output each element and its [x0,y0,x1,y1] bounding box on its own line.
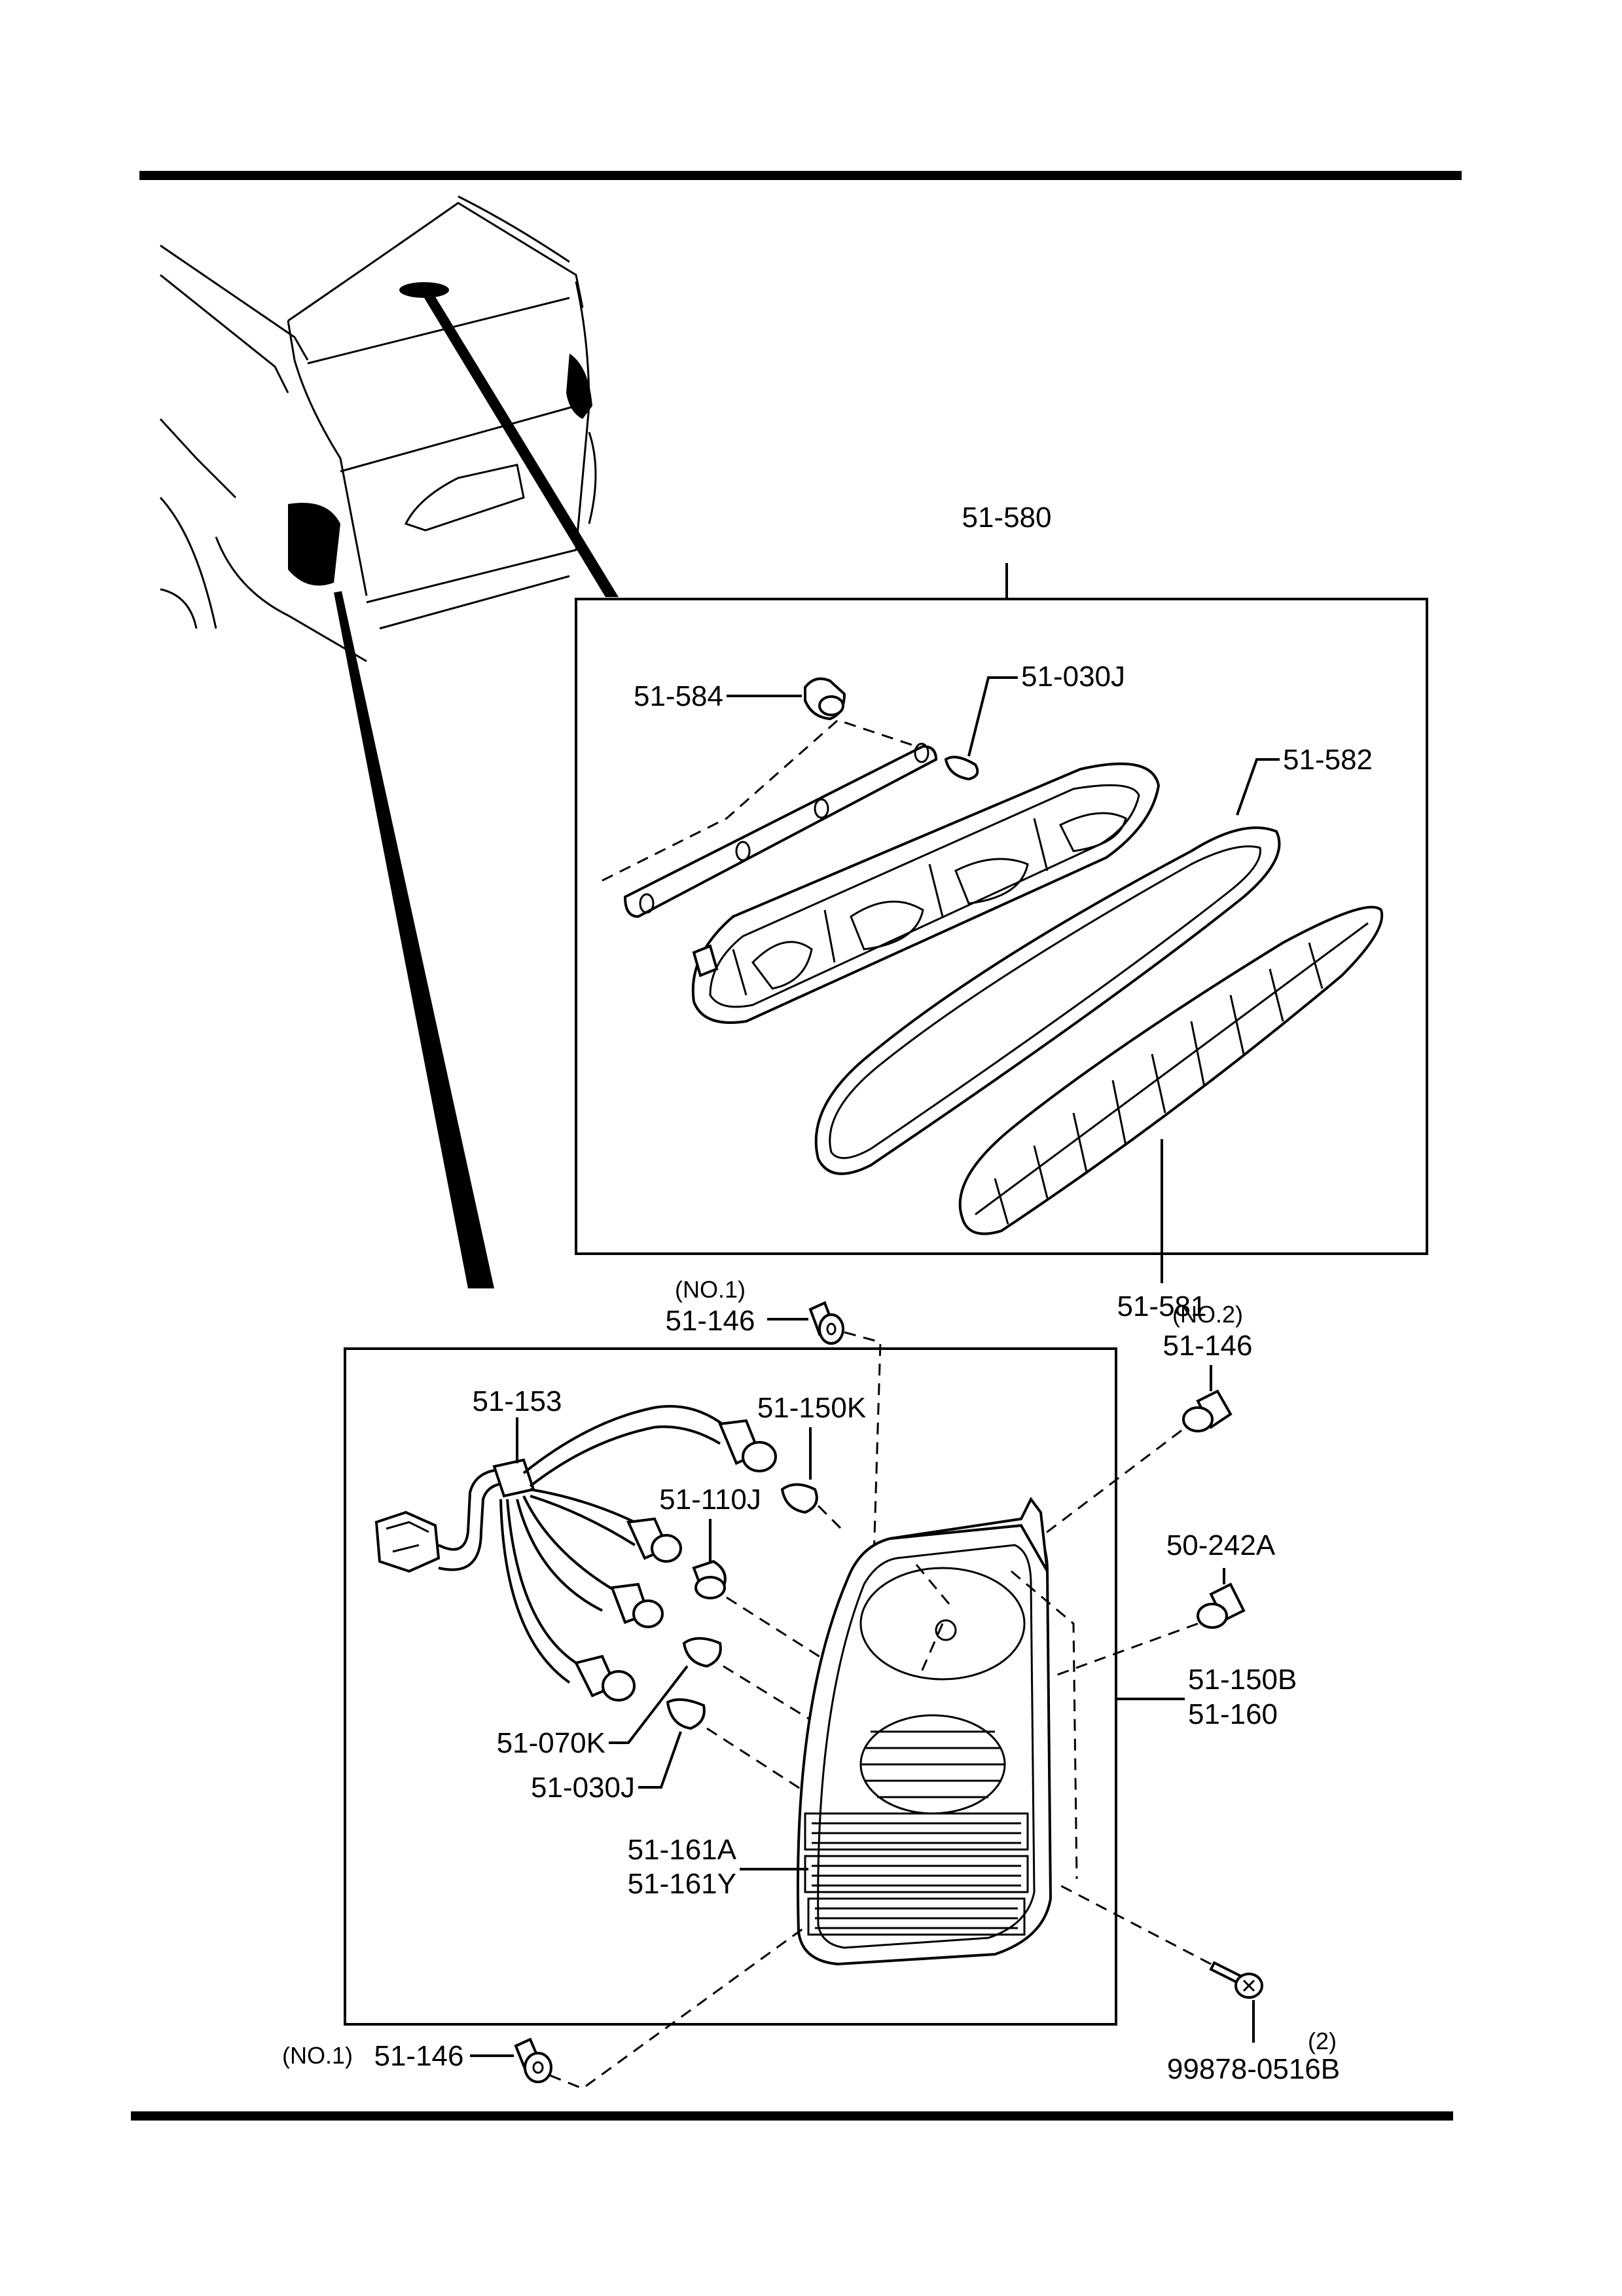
bottom-rule [131,2111,1453,2121]
vehicle-outline [159,195,597,663]
label-no1-top: (NO.1) [675,1276,746,1303]
lens-51-581 [958,905,1384,1235]
bulb-51-110J [692,1559,727,1599]
wiring-harness-51-153 [374,1405,777,1702]
rear-combination-lamp-box [344,1347,1117,2026]
label-51-146-top: 51-146 [665,1305,755,1337]
clip-51-146-top [808,1301,844,1345]
label-51-582: 51-582 [1283,744,1373,776]
label-qty: (2) [1308,2028,1337,2054]
bulb-51-030J-top [944,756,979,781]
pointer-to-high-mount [422,291,619,597]
label-51-160: 51-160 [1188,1698,1278,1730]
bulb-51-030J-bottom [666,1698,706,1730]
label-99878-0516B: 99878-0516B [1167,2053,1340,2085]
clip-51-146-bottom [514,2037,552,2083]
label-51-030J-top: 51-030J [1021,661,1125,693]
label-50-242A: 50-242A [1166,1529,1276,1561]
lamp-plate [623,744,938,919]
clip-51-146-right [1182,1389,1233,1432]
pointer-to-tail-lamp [334,591,494,1288]
label-51-150K: 51-150K [757,1392,866,1424]
label-51-150B: 51-150B [1188,1664,1297,1696]
top-rule [139,171,1462,180]
label-51-161Y: 51-161Y [628,1868,736,1900]
label-51-146-right: 51-146 [1162,1330,1252,1362]
label-51-070K: 51-070K [497,1727,605,1759]
screw-99878-0516B [1209,1961,1263,1999]
label-51-030J-bottom: 51-030J [531,1772,635,1804]
tail-lamp-body-51-160 [797,1497,1053,1966]
label-51-161A: 51-161A [628,1834,737,1866]
label-51-581: 51-581 [1117,1290,1206,1322]
label-51-110J: 51-110J [659,1484,761,1516]
gasket-51-582 [814,826,1281,1175]
nut-50-242A [1197,1582,1246,1629]
high-mount-lamp-location [399,282,449,298]
high-mount-housing [691,762,1161,1024]
label-51-153: 51-153 [472,1385,562,1417]
socket-51-584 [804,677,846,721]
tail-lamp-location [288,503,340,586]
label-no1-bottom: (NO.1) [282,2042,353,2069]
bulb-51-150K [780,1483,818,1514]
label-51-584: 51-584 [634,680,723,712]
high-mount-lamp-box [575,598,1428,1255]
bulb-51-070K [682,1637,722,1668]
label-no2: (NO.2) [1172,1301,1243,1328]
label-51-580: 51-580 [962,501,1051,534]
label-51-146-bottom: 51-146 [374,2040,463,2072]
